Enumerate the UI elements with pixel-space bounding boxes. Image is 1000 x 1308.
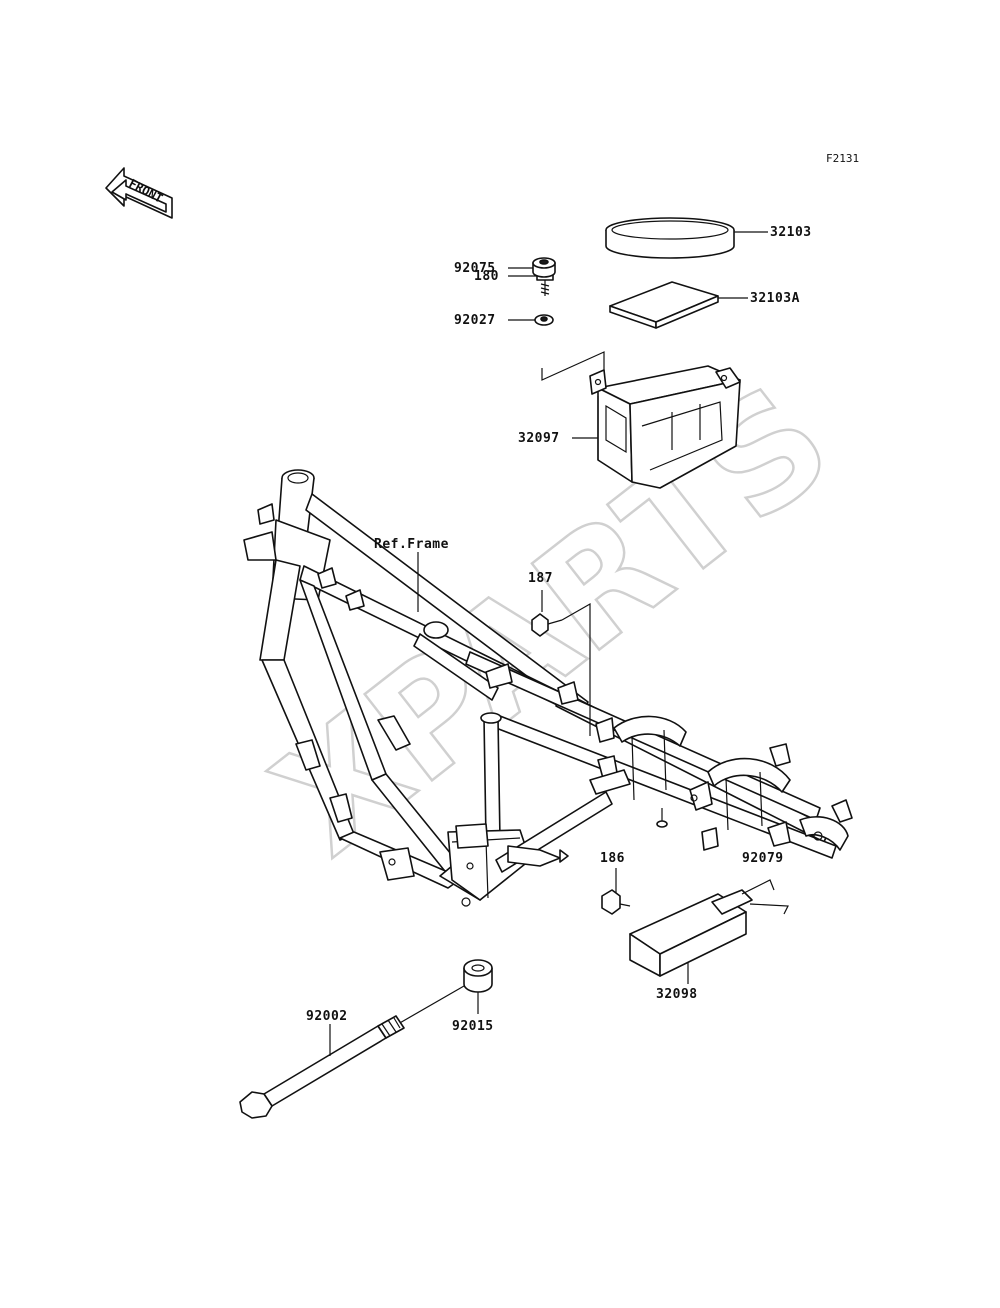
ref-frame-label: Ref.Frame xyxy=(374,537,449,552)
washer-92027-part xyxy=(508,314,554,326)
battery-pad-part xyxy=(609,281,748,329)
front-arrow-icon: FRONT xyxy=(105,167,173,219)
part-label-32103a: 32103A xyxy=(750,291,800,306)
part-label-32103: 32103 xyxy=(770,225,812,240)
part-label-187: 187 xyxy=(528,571,553,586)
battery-case-32097-part xyxy=(572,365,741,489)
bolt-187-part xyxy=(531,590,591,736)
part-label-92015: 92015 xyxy=(452,1019,494,1034)
figure-code: F2131 xyxy=(826,152,859,165)
battery-cover-32098-part xyxy=(629,879,789,984)
part-label-92075: 92075 xyxy=(454,261,496,276)
part-label-32098: 32098 xyxy=(656,987,698,1002)
damper-92075-part xyxy=(508,257,556,278)
collar-92015-part xyxy=(463,959,493,1014)
part-label-92079: 92079 xyxy=(742,851,784,866)
battery-band-part xyxy=(605,217,768,259)
part-label-180: 180 xyxy=(474,269,499,284)
part-label-92027: 92027 xyxy=(454,313,496,328)
part-label-92002: 92002 xyxy=(306,1009,348,1024)
bolt-92002-part xyxy=(239,985,465,1119)
part-label-32097: 32097 xyxy=(518,431,560,446)
frame-assembly xyxy=(243,469,853,907)
part-label-186: 186 xyxy=(600,851,625,866)
bolt-186-part xyxy=(601,868,631,915)
